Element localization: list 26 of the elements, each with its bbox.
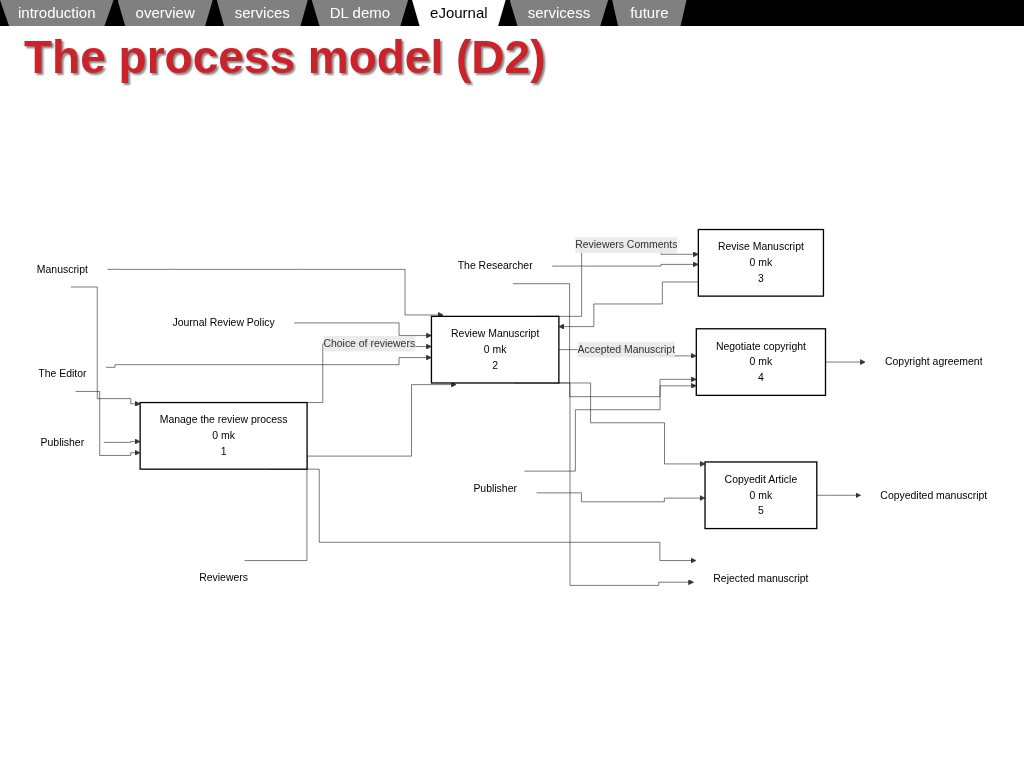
node-text: Manuscript — [36, 263, 88, 275]
node-box: Review Manuscript 0 mk 2 — [430, 315, 560, 384]
nav-tab: overview — [117, 0, 213, 26]
nav-tab: DL demo — [311, 0, 409, 26]
node-box: Revise Manuscript 0 mk 3 — [697, 228, 825, 297]
node-box: Manage the review process 0 mk 1 — [139, 401, 308, 470]
node-text: Copyright agreement — [884, 356, 983, 368]
node-box: Copyedit Article 0 mk 5 — [704, 461, 818, 530]
edge-label: Accepted Manuscript — [577, 343, 676, 355]
node-text: Reviewers — [199, 572, 248, 584]
node-text: Publisher — [40, 436, 85, 448]
node-text: The Editor — [38, 367, 87, 380]
nav-tab: future — [612, 0, 687, 26]
node-text: Copyedited manuscript — [880, 489, 988, 501]
edge-label: Reviewers Comments — [575, 239, 678, 251]
node-text: Publisher — [473, 482, 517, 494]
node-text: Journal Review Policy — [172, 317, 275, 329]
nav-tab: servicess — [509, 0, 609, 26]
nav-tab: services — [216, 0, 308, 26]
nav-tab: eJournal — [412, 0, 506, 26]
slide-title: The process model (D2) — [24, 30, 547, 84]
node-text: Rejected manuscript — [713, 572, 809, 585]
nav-tab: introduction — [0, 0, 114, 26]
node-text: The Researcher — [457, 260, 533, 272]
edge-label: Choice of reviewers — [323, 337, 416, 350]
node-box: Negotiate copyright 0 mk 4 — [695, 328, 827, 397]
